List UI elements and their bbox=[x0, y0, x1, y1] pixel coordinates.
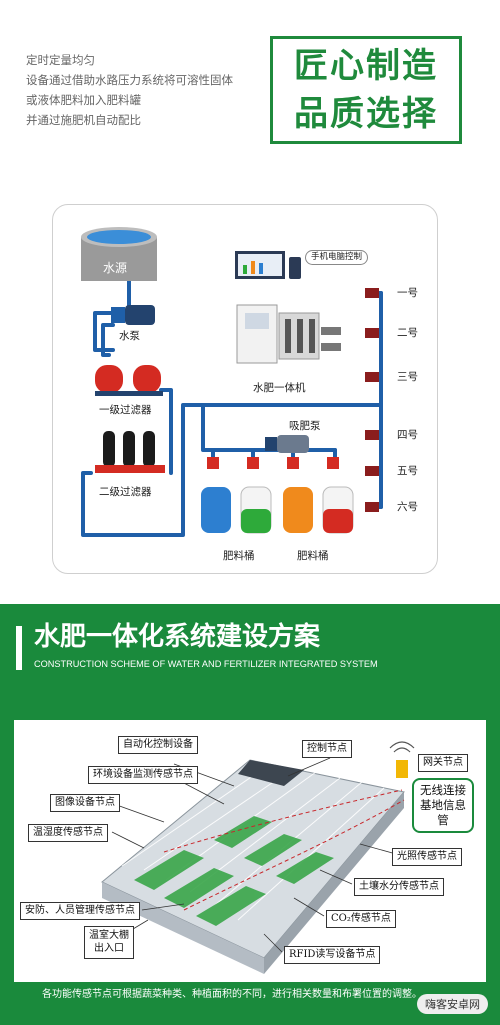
callout-gateway: 网关节点 bbox=[418, 754, 468, 772]
intro-line-3: 或液体肥料加入肥料罐 bbox=[26, 93, 141, 107]
zone-label-3: 三号 bbox=[397, 371, 418, 383]
intro-line-2: 设备通过借助水路压力系统将可溶性固体 bbox=[26, 73, 233, 87]
zone-valve bbox=[363, 369, 381, 389]
fertigation-machine-icon bbox=[236, 304, 341, 364]
zone-valve bbox=[363, 325, 381, 345]
zone-valve bbox=[363, 285, 381, 305]
water-source-label: 水源 bbox=[103, 261, 128, 275]
water-source-tank bbox=[81, 227, 157, 281]
zone-label-1: 一号 bbox=[397, 287, 418, 299]
water-pump-icon bbox=[111, 305, 155, 325]
filter2-label: 二级过滤器 bbox=[99, 486, 152, 498]
bucket-label-1: 肥料桶 bbox=[223, 550, 255, 562]
pump-label: 水泵 bbox=[119, 330, 140, 342]
greenhouse-diagram-card: 自动化控制设备 环境设备监测传感节点 图像设备节点 温湿度传感节点 安防、人员管… bbox=[14, 720, 486, 1010]
callout-control-node: 控制节点 bbox=[302, 740, 352, 758]
callout-image-node: 图像设备节点 bbox=[50, 794, 120, 812]
fertilizer-buckets bbox=[201, 457, 354, 534]
zone-valve bbox=[363, 463, 381, 483]
slogan-line-1: 匠心制造 bbox=[294, 46, 438, 86]
callout-temp-humidity: 温湿度传感节点 bbox=[28, 824, 108, 842]
intro-line-1: 定时定量均匀 bbox=[26, 53, 95, 67]
callout-env-monitor: 环境设备监测传感节点 bbox=[88, 766, 198, 784]
scheme-subtitle: CONSTRUCTION SCHEME OF WATER AND FERTILI… bbox=[34, 659, 378, 669]
callout-entrance: 温室大棚出入口 bbox=[84, 926, 134, 959]
system-diagram-card: 水源 水泵 一级过滤器 二级过滤器 手机电脑控制 bbox=[52, 204, 438, 574]
scheme-footnote: 各功能传感节点可根据蔬菜种类、种植面积的不同，进行相关数量和布署位置的调整。 bbox=[42, 989, 422, 1000]
zone-label-6: 六号 bbox=[397, 501, 418, 513]
computer-screen-icon bbox=[235, 251, 301, 279]
callout-security: 安防、人员管理传感节点 bbox=[20, 902, 140, 920]
title-accent-bar bbox=[16, 626, 22, 670]
zone-label-4: 四号 bbox=[397, 429, 418, 441]
callout-soil: 土壤水分传感节点 bbox=[354, 878, 444, 896]
zone-valve bbox=[363, 427, 381, 447]
callout-rfid: RFID读写设备节点 bbox=[284, 946, 381, 964]
scheme-title: 水肥一体化系统建设方案 bbox=[34, 622, 321, 652]
secondary-filter-icon bbox=[95, 431, 165, 473]
primary-filter-icon bbox=[95, 365, 163, 396]
watermark: 嗨客安卓网 bbox=[417, 994, 488, 1014]
suction-pump-icon bbox=[265, 435, 309, 453]
slogan-box: 匠心制造 品质选择 bbox=[270, 36, 462, 144]
callout-co2: CO₂传感节点 bbox=[326, 910, 396, 928]
machine-label: 水肥一体机 bbox=[253, 382, 306, 394]
callout-wireless: 无线连接基地信息管 bbox=[412, 778, 474, 833]
filter1-label: 一级过滤器 bbox=[99, 404, 152, 416]
zone-valve bbox=[363, 499, 381, 519]
control-label: 手机电脑控制 bbox=[305, 250, 369, 265]
bucket-label-2: 肥料桶 bbox=[297, 550, 329, 562]
callout-auto-control: 自动化控制设备 bbox=[118, 736, 198, 754]
zone-label-5: 五号 bbox=[397, 465, 418, 477]
greenhouse-illustration bbox=[14, 741, 486, 1010]
zone-label-2: 二号 bbox=[397, 327, 418, 339]
callout-light: 光照传感节点 bbox=[392, 848, 462, 866]
slogan-line-2: 品质选择 bbox=[294, 94, 438, 134]
intro-line-4: 并通过施肥机自动配比 bbox=[26, 113, 141, 127]
suction-pump-label: 吸肥泵 bbox=[289, 420, 321, 432]
